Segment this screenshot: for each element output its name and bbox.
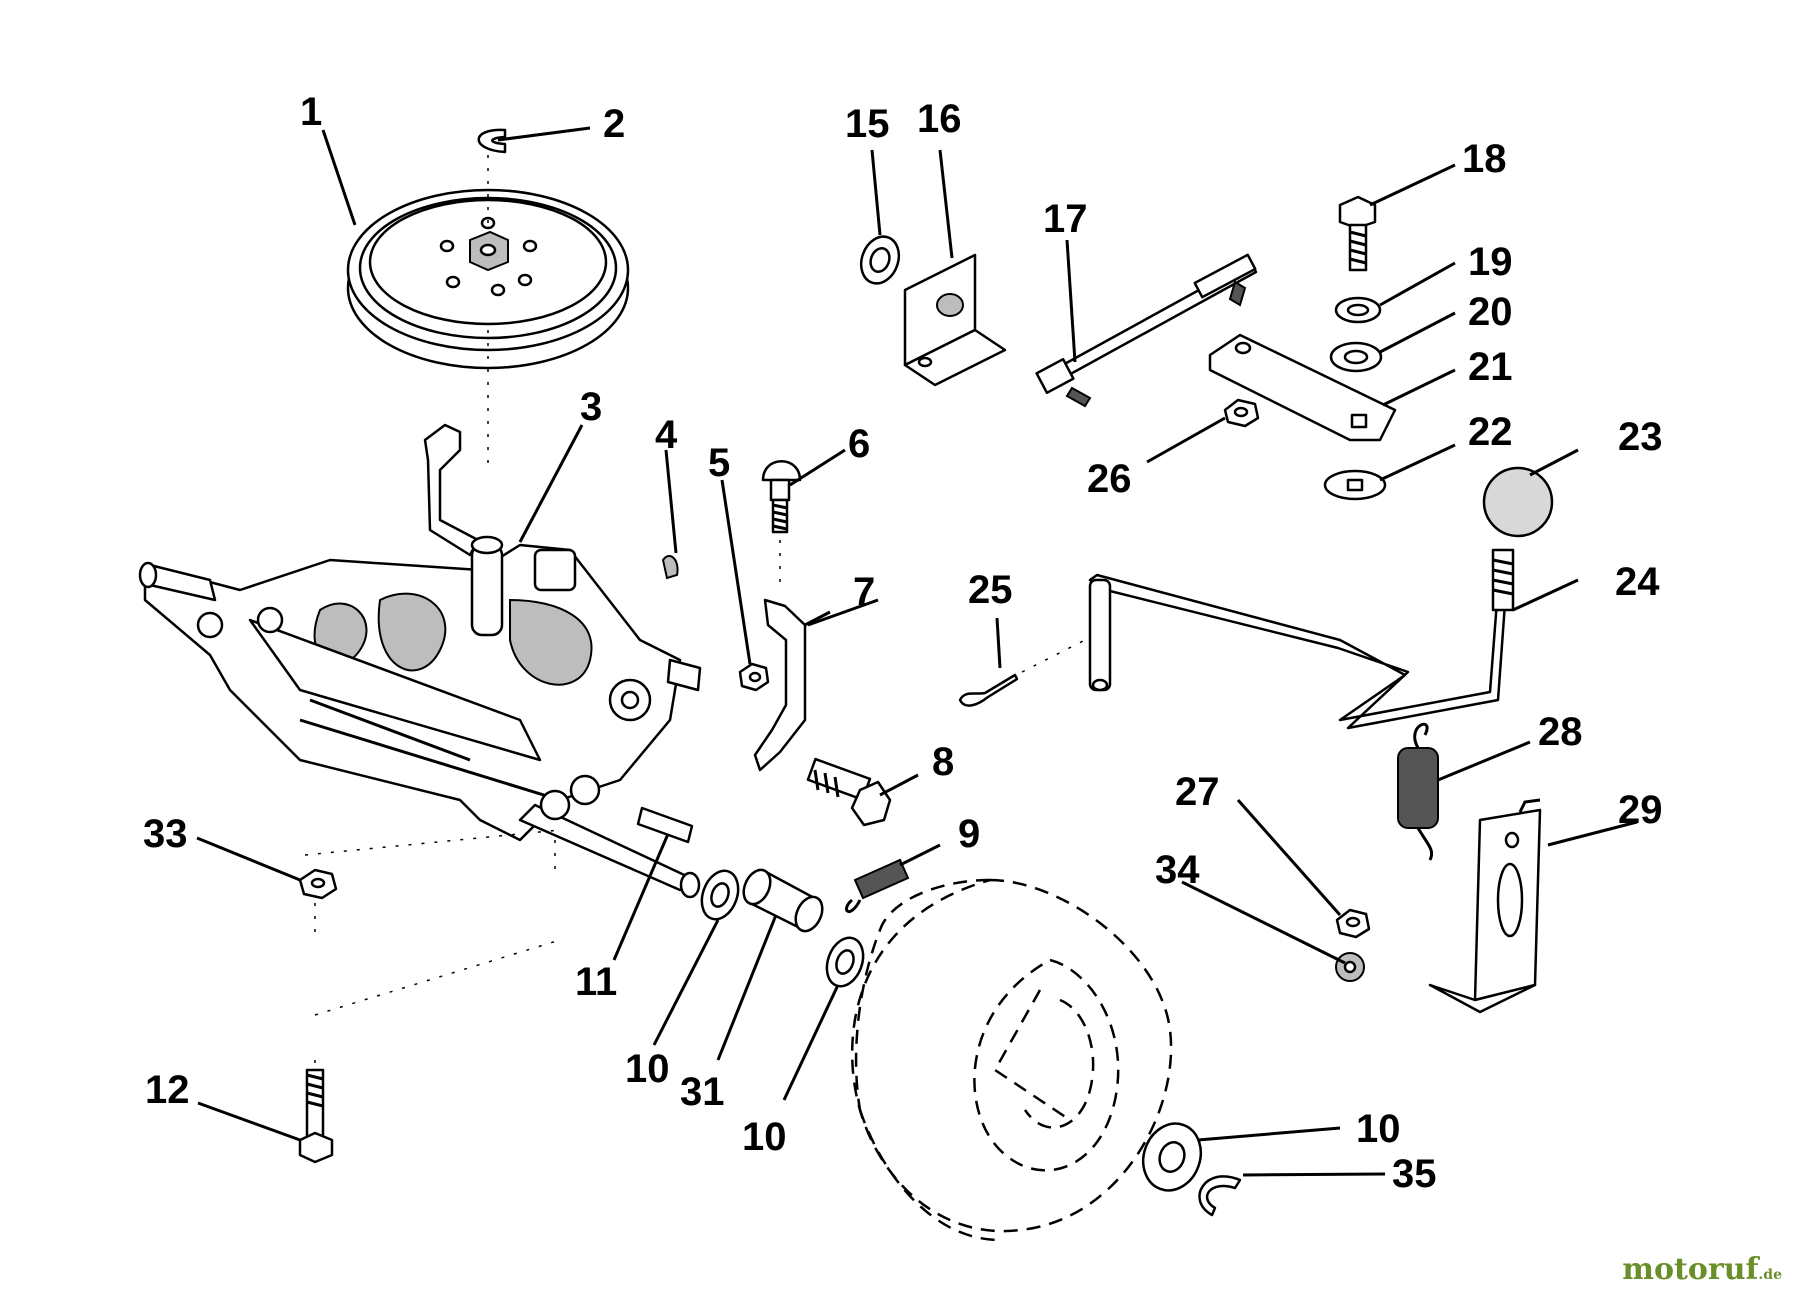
callout-5: 5 [708,441,730,485]
hex-nut-27 [1335,908,1371,939]
spacer-31 [742,868,824,933]
transaxle [138,423,702,899]
woodruff-key [661,555,679,580]
square-washer-22 [1323,469,1387,501]
lever-plate [1208,333,1397,442]
hex-bolt [806,757,892,827]
watermark-suffix: .de [1758,1267,1782,1283]
callout-27: 27 [1175,770,1220,814]
hex-nut-26 [1223,398,1260,428]
spring-28 [1397,722,1439,861]
callout-12: 12 [145,1068,190,1112]
callout-8: 8 [932,740,954,784]
callout-17: 17 [1043,197,1088,241]
callout-16: 16 [917,97,962,141]
callout-1: 1 [300,90,322,134]
callout-21: 21 [1468,345,1513,389]
retaining-clip [477,128,507,154]
carriage-bolt [761,460,802,534]
washer-10c [1141,1122,1203,1192]
shift-lever [1088,548,1515,730]
retaining-ring [1198,1175,1242,1217]
washer-15 [859,235,901,285]
shift-rod [1035,253,1258,408]
knob-23 [1482,466,1554,538]
callout-3: 3 [580,385,602,429]
spring-9 [845,858,910,913]
callout-34: 34 [1155,848,1200,892]
callout-10-washer-c: 10 [1356,1107,1401,1151]
cotter-pin [958,673,1019,707]
callout-20: 20 [1468,290,1513,334]
callout-31: 31 [680,1070,725,1114]
callout-26: 26 [1087,457,1132,501]
callout-10-washer-b: 10 [742,1115,787,1159]
hex-nut-5 [738,662,770,692]
callout-33: 33 [143,812,188,856]
callout-19: 19 [1468,240,1513,284]
callout-7: 7 [853,570,875,614]
hex-bolt-12 [298,1068,334,1164]
flat-washer-20 [1329,341,1383,373]
washer-10a [700,869,740,921]
callout-11: 11 [575,960,617,1004]
callout-labels: 1 2 3 4 5 6 7 8 9 10 10 10 11 12 15 16 1… [143,90,1663,1196]
callout-2: 2 [603,102,625,146]
square-key [636,806,694,844]
angle-bracket [903,253,1007,387]
mounting-bracket [1428,798,1542,1014]
callout-10-washer-a: 10 [625,1047,670,1091]
callout-24: 24 [1615,560,1660,604]
callout-6: 6 [848,422,870,466]
callout-35: 35 [1392,1152,1437,1196]
callout-9: 9 [958,812,980,856]
leader-lines [196,126,1638,1177]
callout-28: 28 [1538,710,1583,754]
callout-29: 29 [1618,788,1663,832]
callout-4: 4 [655,413,678,457]
hex-bolt-18 [1338,195,1377,272]
lock-washer-19 [1334,296,1382,324]
shift-bracket [753,598,807,772]
callout-22: 22 [1468,410,1513,454]
callout-25: 25 [968,568,1013,612]
pulley [346,188,630,370]
wheel [851,878,1173,1242]
star-washer [1335,952,1365,982]
watermark-main: motoruf [1622,1252,1759,1287]
callout-23: 23 [1618,415,1663,459]
callout-15: 15 [845,102,890,146]
callout-18: 18 [1462,137,1507,181]
watermark-logo: motoruf.de [1622,1252,1782,1287]
hex-nut-33 [298,868,338,900]
washer-10b [825,936,865,988]
